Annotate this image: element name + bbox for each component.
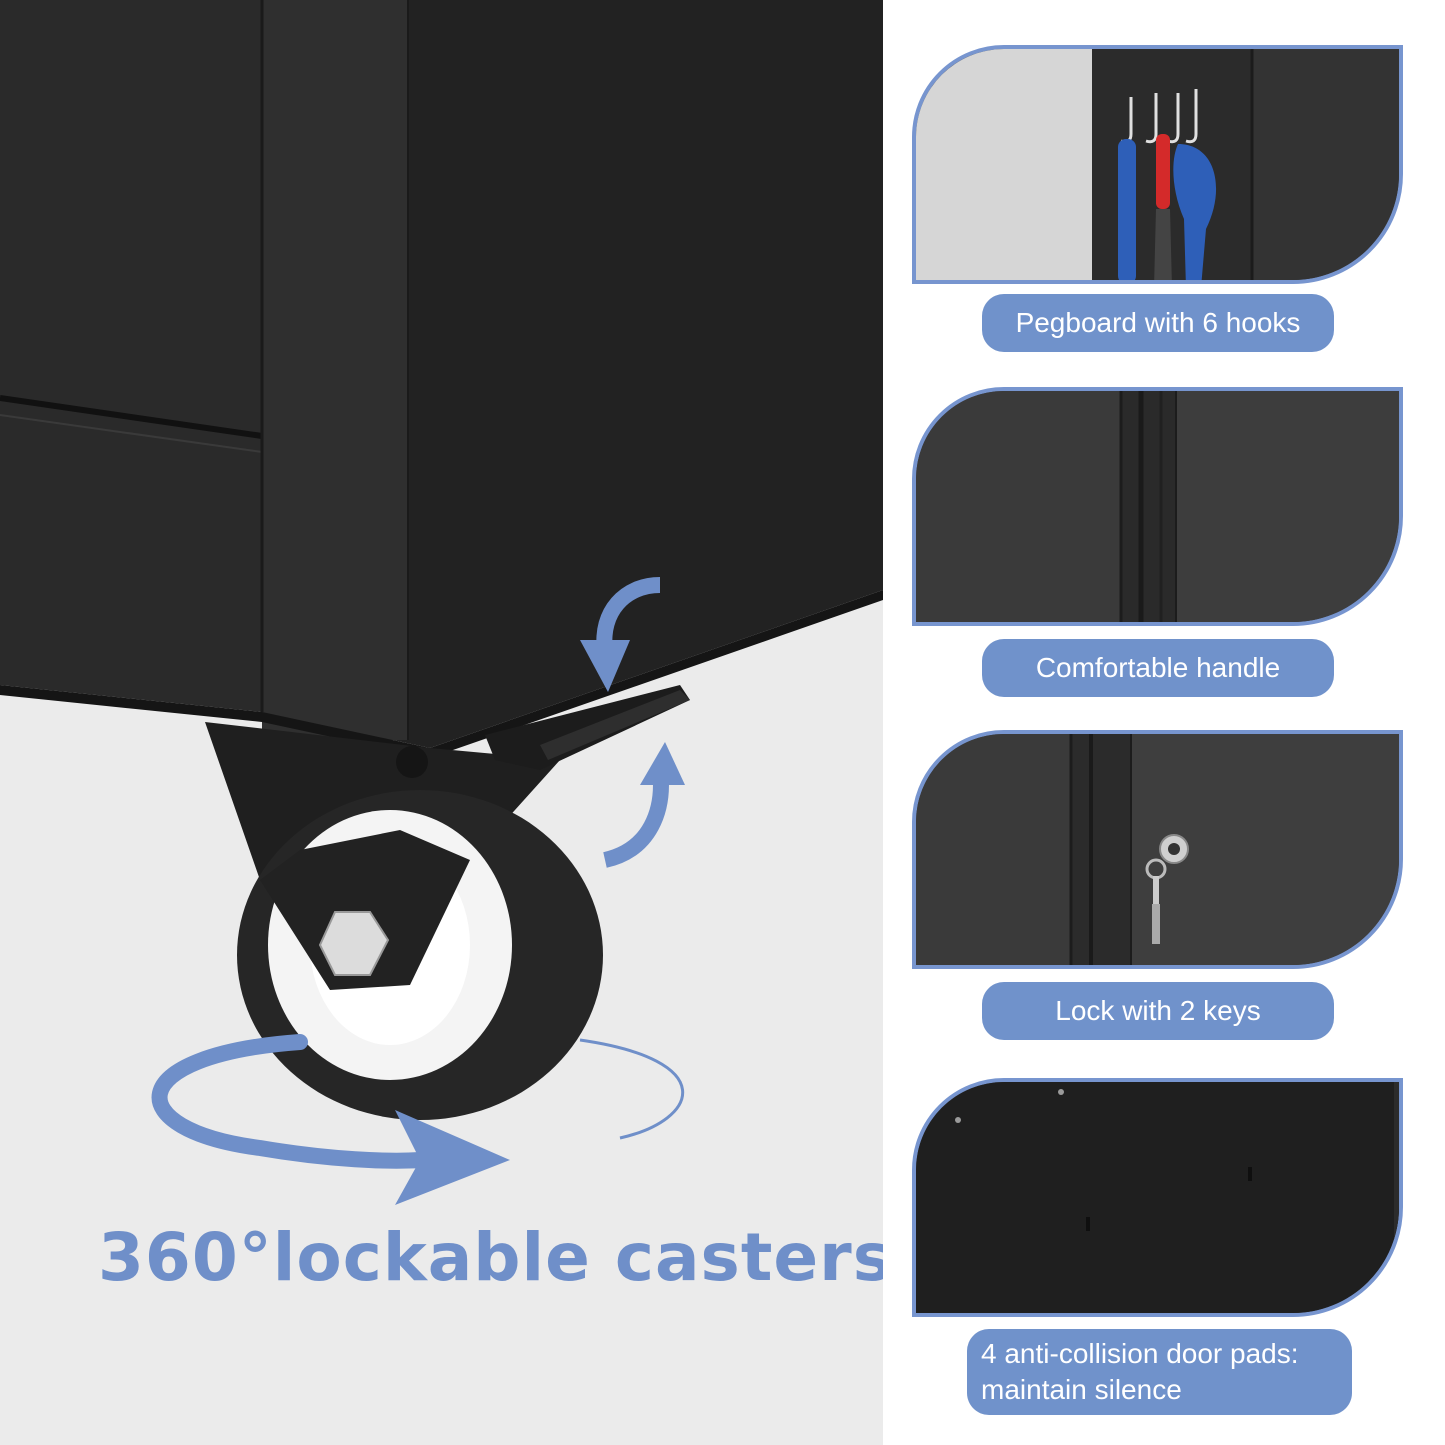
key-icon bbox=[1145, 834, 1189, 944]
door-pads-image bbox=[916, 1082, 1399, 1313]
caption-pegboard: Pegboard with 6 hooks bbox=[982, 294, 1334, 352]
caption-handle: Comfortable handle bbox=[982, 639, 1334, 697]
scissors-handle bbox=[1173, 144, 1217, 280]
rotation-arrow-icon bbox=[151, 1034, 428, 1169]
feature-panel-door-pads bbox=[912, 1078, 1403, 1317]
cabinet-edge bbox=[262, 0, 408, 740]
door-pad bbox=[955, 1117, 961, 1123]
caption-door-pads-line1: 4 anti-collision door pads: bbox=[981, 1338, 1299, 1369]
lock-image bbox=[916, 734, 1399, 965]
screwdriver-handle bbox=[1118, 139, 1136, 280]
caption-lock: Lock with 2 keys bbox=[982, 982, 1334, 1040]
hex-bolt-icon bbox=[318, 911, 390, 976]
caster-hero-image bbox=[0, 0, 883, 1445]
tool-red-grip bbox=[1156, 134, 1170, 209]
caster-illustration bbox=[0, 0, 883, 1205]
caption-door-pads-line2: maintain silence bbox=[981, 1374, 1182, 1405]
cabinet-front-face bbox=[0, 0, 262, 712]
door-pad bbox=[1058, 1089, 1064, 1095]
feature-panel-pegboard bbox=[912, 45, 1403, 284]
pegboard-image bbox=[916, 49, 1399, 280]
headline: 360°lockable casters bbox=[98, 1219, 893, 1296]
feature-panel-handle bbox=[912, 387, 1403, 626]
feature-panel-lock bbox=[912, 730, 1403, 969]
handle-image bbox=[916, 391, 1399, 622]
curved-arrow-icon bbox=[596, 577, 661, 652]
cabinet-side-face bbox=[262, 0, 883, 748]
drawer-gap bbox=[0, 395, 263, 439]
caption-door-pads: 4 anti-collision door pads: maintain sil… bbox=[967, 1329, 1352, 1415]
